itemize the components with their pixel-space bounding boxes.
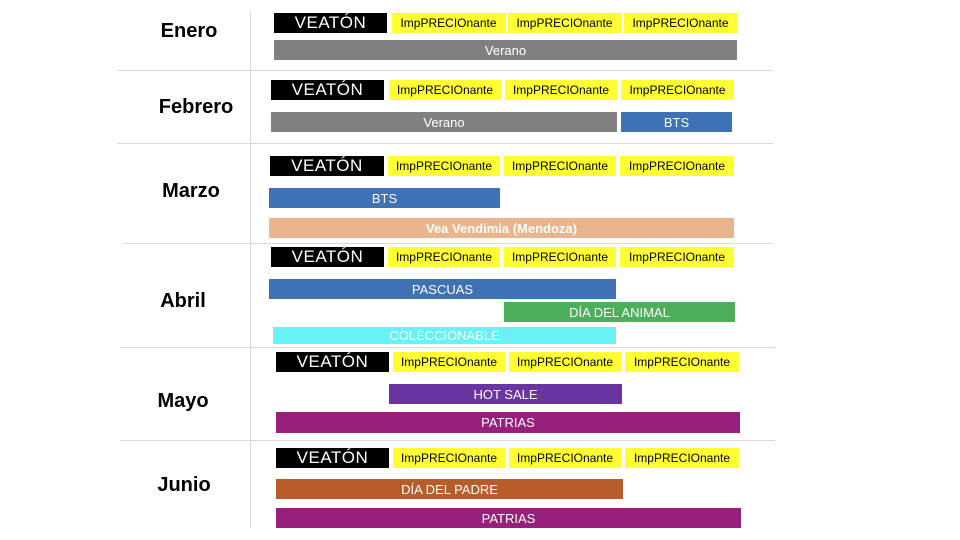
imp-precionante-bar: ImpPRECIOnante — [620, 247, 734, 267]
row-divider — [123, 243, 773, 244]
veaton-bar: VEATÓN — [276, 448, 389, 468]
row-divider — [120, 440, 775, 441]
row-divider — [120, 347, 775, 348]
veaton-bar: VEATÓN — [270, 156, 384, 176]
month-label-enero: Enero — [160, 20, 218, 42]
imp-precionante-bar: ImpPRECIOnante — [504, 247, 616, 267]
hot-sale-bar: HOT SALE — [389, 384, 622, 404]
imp-precionante-bar: ImpPRECIOnante — [621, 80, 734, 100]
month-label-marzo: Marzo — [162, 180, 220, 202]
imp-precionante-bar: ImpPRECIOnante — [392, 13, 505, 33]
imp-precionante-bar: ImpPRECIOnante — [388, 156, 500, 176]
vendimia-bar: Vea Vendimia (Mendoza) — [269, 218, 734, 238]
imp-precionante-bar: ImpPRECIOnante — [620, 156, 734, 176]
patrias-bar: PATRIAS — [276, 508, 741, 528]
imp-precionante-bar: ImpPRECIOnante — [389, 80, 501, 100]
imp-precionante-bar: ImpPRECIOnante — [508, 13, 621, 33]
dia-del-padre-bar: DÍA DEL PADRE — [276, 479, 623, 499]
month-column-divider — [250, 10, 251, 528]
imp-precionante-bar: ImpPRECIOnante — [393, 352, 505, 372]
month-label-abril: Abril — [160, 290, 206, 312]
patrias-bar: PATRIAS — [276, 412, 740, 433]
verano-bar: Verano — [274, 40, 737, 60]
imp-precionante-bar: ImpPRECIOnante — [509, 448, 621, 468]
imp-precionante-bar: ImpPRECIOnante — [625, 448, 739, 468]
month-label-febrero: Febrero — [158, 96, 234, 118]
imp-precionante-bar: ImpPRECIOnante — [509, 352, 621, 372]
row-divider — [117, 143, 773, 144]
month-label-junio: Junio — [157, 474, 211, 496]
veaton-bar: VEATÓN — [271, 247, 384, 267]
veaton-bar: VEATÓN — [271, 80, 384, 100]
veaton-bar: VEATÓN — [274, 13, 387, 33]
veaton-bar: VEATÓN — [276, 352, 389, 372]
verano-bar: Verano — [271, 112, 617, 132]
imp-precionante-bar: ImpPRECIOnante — [504, 156, 616, 176]
bts-bar: BTS — [269, 188, 500, 208]
imp-precionante-bar: ImpPRECIOnante — [625, 352, 739, 372]
month-label-mayo: Mayo — [157, 390, 209, 412]
pascuas-bar: PASCUAS — [269, 279, 616, 299]
imp-precionante-bar: ImpPRECIOnante — [505, 80, 617, 100]
imp-precionante-bar: ImpPRECIOnante — [624, 13, 737, 33]
imp-precionante-bar: ImpPRECIOnante — [393, 448, 505, 468]
bts-bar: BTS — [621, 112, 732, 132]
dia-del-animal-bar: DÍA DEL ANIMAL — [504, 302, 735, 322]
imp-precionante-bar: ImpPRECIOnante — [388, 247, 500, 267]
coleccionable-bar: COLECCIONABLE — [273, 327, 616, 344]
row-divider — [117, 70, 773, 71]
